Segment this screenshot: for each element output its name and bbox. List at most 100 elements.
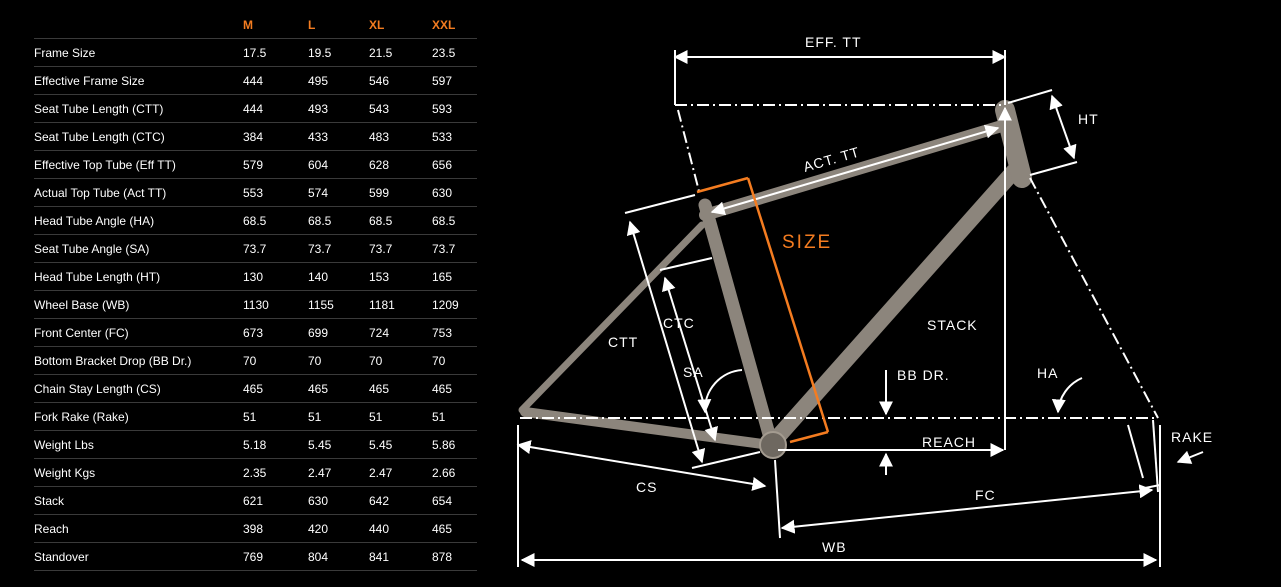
- cell-value: 753: [432, 318, 477, 347]
- label-size: SIZE: [782, 232, 832, 253]
- label-bb-dr: BB DR.: [897, 367, 950, 383]
- cell-value: 642: [369, 486, 432, 515]
- cell-value: 628: [369, 150, 432, 179]
- cell-value: 70: [369, 346, 432, 375]
- cell-value: 654: [432, 486, 477, 515]
- cell-value: 384: [243, 122, 308, 151]
- cell-value: 73.7: [243, 234, 308, 263]
- label-sa: SA: [683, 364, 704, 380]
- down-tube: [767, 162, 1023, 448]
- row-label: Actual Top Tube (Act TT): [34, 178, 243, 207]
- cell-value: 73.7: [432, 234, 477, 263]
- cell-value: 165: [432, 262, 477, 291]
- label-stack: STACK: [927, 317, 978, 333]
- cell-value: 444: [243, 66, 308, 95]
- cell-value: 841: [369, 542, 432, 571]
- row-label: Head Tube Length (HT): [34, 262, 243, 291]
- cell-value: 5.45: [369, 430, 432, 459]
- cell-value: 68.5: [243, 206, 308, 235]
- label-ctt: CTT: [608, 334, 638, 350]
- cell-value: 543: [369, 94, 432, 123]
- cell-value: 483: [369, 122, 432, 151]
- row-label: Bottom Bracket Drop (BB Dr.): [34, 346, 243, 375]
- cell-value: 699: [308, 318, 369, 347]
- cell-value: 656: [432, 150, 477, 179]
- cell-value: 533: [432, 122, 477, 151]
- cell-value: 597: [432, 66, 477, 95]
- cell-value: 70: [308, 346, 369, 375]
- row-label: Front Center (FC): [34, 318, 243, 347]
- cell-value: 604: [308, 150, 369, 179]
- head-tube: [995, 100, 1032, 188]
- cell-value: 673: [243, 318, 308, 347]
- cell-value: 5.86: [432, 430, 477, 459]
- label-ctc: CTC: [663, 315, 695, 331]
- row-label: Effective Frame Size: [34, 66, 243, 95]
- cell-value: 574: [308, 178, 369, 207]
- cell-value: 51: [369, 402, 432, 431]
- column-header-l: L: [308, 18, 316, 32]
- cell-value: 878: [432, 542, 477, 571]
- cell-value: 420: [308, 514, 369, 543]
- cell-value: 769: [243, 542, 308, 571]
- row-label: Seat Tube Angle (SA): [34, 234, 243, 263]
- cell-value: 17.5: [243, 38, 308, 67]
- cell-value: 1155: [308, 290, 369, 319]
- cell-value: 724: [369, 318, 432, 347]
- cell-value: 2.35: [243, 458, 308, 487]
- chain-stay: [520, 407, 775, 450]
- cell-value: 465: [369, 374, 432, 403]
- cell-value: 21.5: [369, 38, 432, 67]
- cell-value: 630: [308, 486, 369, 515]
- label-ha: HA: [1037, 365, 1058, 381]
- cell-value: 804: [308, 542, 369, 571]
- cell-value: 1209: [432, 290, 477, 319]
- cell-value: 579: [243, 150, 308, 179]
- cell-value: 433: [308, 122, 369, 151]
- cell-value: 73.7: [369, 234, 432, 263]
- cell-value: 465: [243, 374, 308, 403]
- label-wb: WB: [822, 539, 847, 555]
- cell-value: 465: [432, 374, 477, 403]
- cell-value: 140: [308, 262, 369, 291]
- cell-value: 5.18: [243, 430, 308, 459]
- label-reach: REACH: [922, 434, 976, 450]
- row-label: Seat Tube Length (CTC): [34, 122, 243, 151]
- cell-value: 73.7: [308, 234, 369, 263]
- cell-value: 465: [308, 374, 369, 403]
- cell-value: 2.66: [432, 458, 477, 487]
- cell-value: 51: [308, 402, 369, 431]
- row-label: Seat Tube Length (CTT): [34, 94, 243, 123]
- cell-value: 493: [308, 94, 369, 123]
- cell-value: 70: [243, 346, 308, 375]
- cell-value: 5.45: [308, 430, 369, 459]
- label-rake: RAKE: [1171, 429, 1213, 445]
- row-label: Reach: [34, 514, 243, 543]
- cell-value: 51: [432, 402, 477, 431]
- column-header-xxl: XXL: [432, 18, 456, 32]
- cell-value: 70: [432, 346, 477, 375]
- cell-value: 465: [432, 514, 477, 543]
- row-label: Fork Rake (Rake): [34, 402, 243, 431]
- row-label: Weight Lbs: [34, 430, 243, 459]
- cell-value: 130: [243, 262, 308, 291]
- row-label: Wheel Base (WB): [34, 290, 243, 319]
- cell-value: 153: [369, 262, 432, 291]
- cell-value: 1130: [243, 290, 308, 319]
